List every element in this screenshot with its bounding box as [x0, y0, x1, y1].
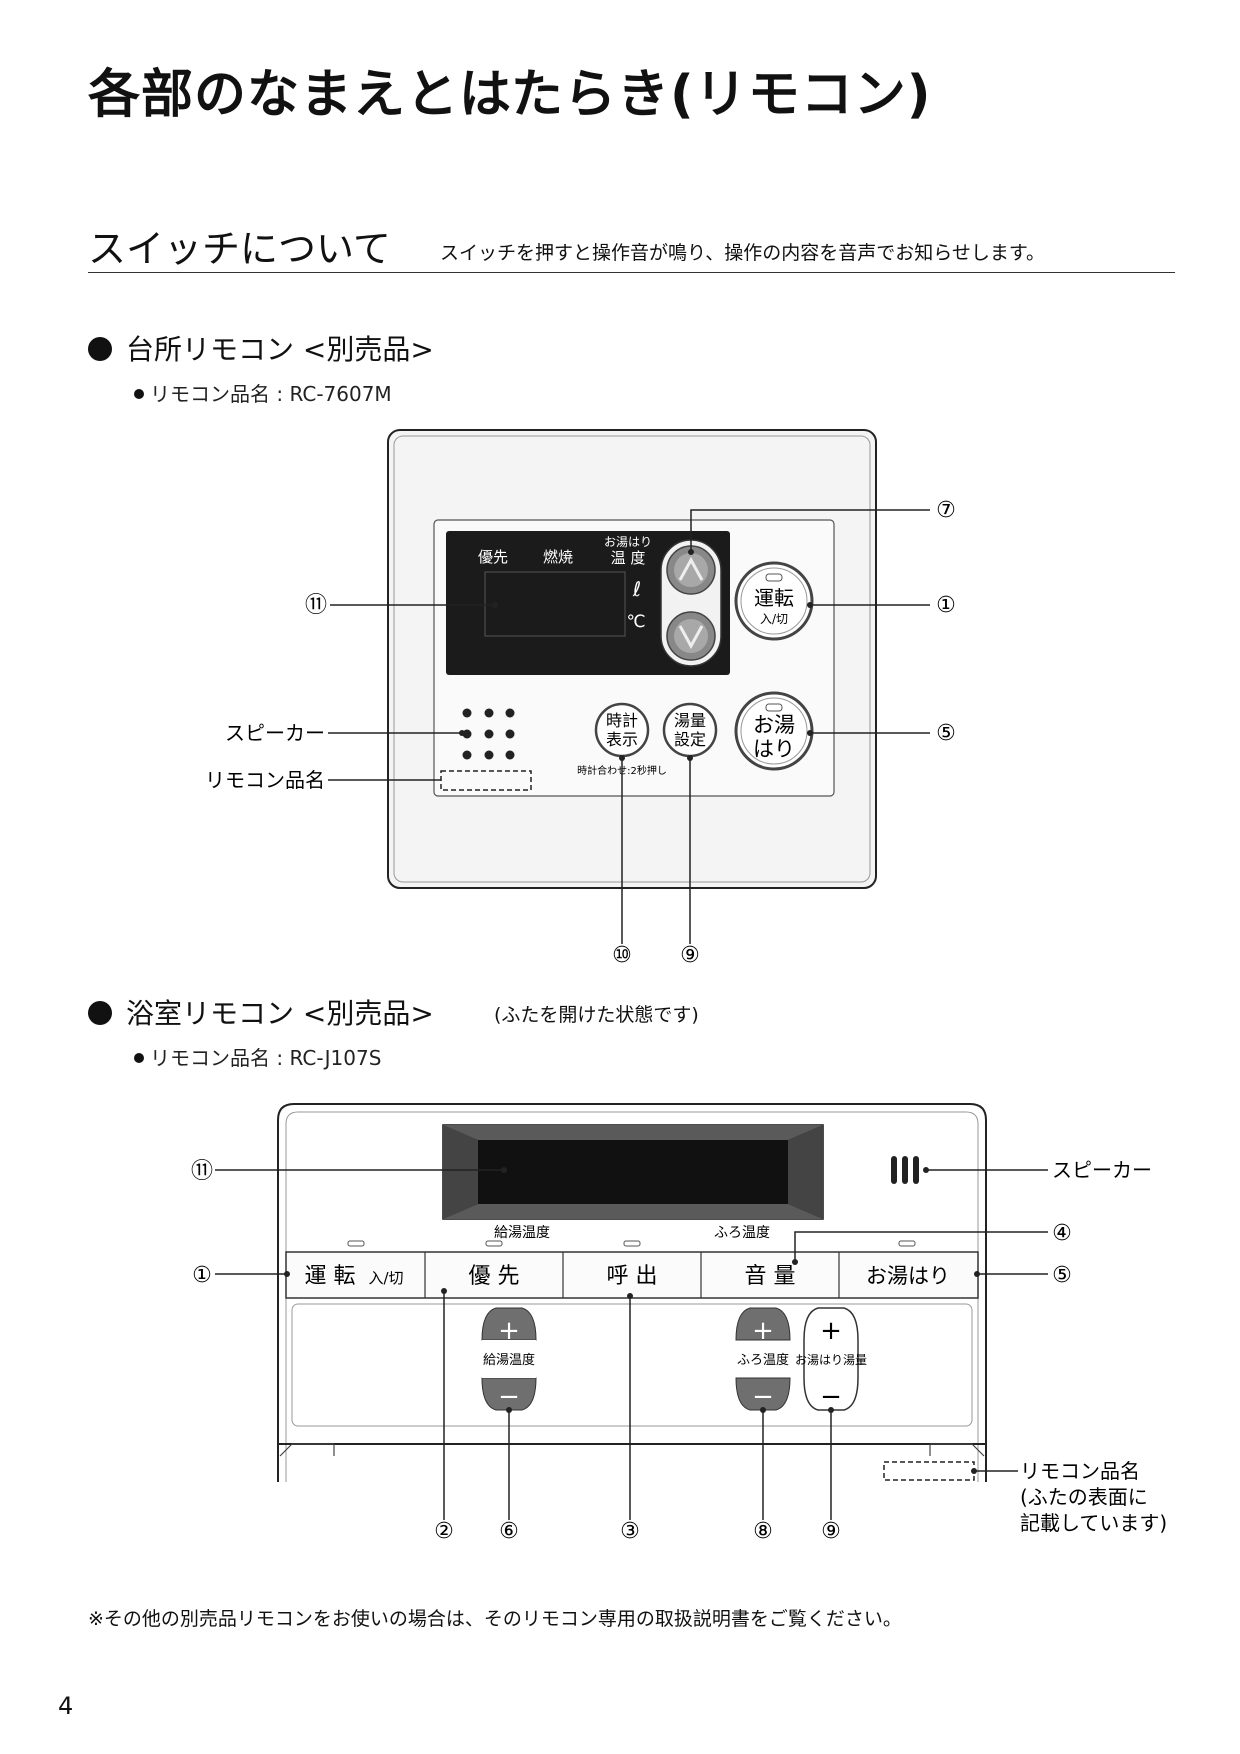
- callout-3: ③: [620, 1519, 640, 1544]
- plus-icon: +: [752, 1316, 774, 1346]
- bath-yobidashi-key[interactable]: 呼 出: [564, 1253, 700, 1297]
- plus-icon: +: [820, 1316, 842, 1346]
- down-arrow-icon: [678, 625, 704, 650]
- plus-icon: +: [498, 1316, 520, 1346]
- up-arrow-icon: [678, 556, 704, 581]
- minus-icon: −: [498, 1382, 520, 1412]
- callout-9: ⑨: [680, 943, 700, 968]
- kitchen-yuryo-button[interactable]: 湯量 設定: [662, 702, 718, 758]
- bath-remote-diagram: 給湯温度 ふろ温度 運 転 入/切 優 先 呼 出: [191, 1103, 1167, 1544]
- callout-6: ⑥: [499, 1519, 519, 1544]
- callout-1: ①: [936, 593, 956, 618]
- bath-unten-key[interactable]: 運 転 入/切: [287, 1253, 424, 1297]
- svg-text:(ふたの表面に: (ふたの表面に: [1020, 1485, 1148, 1509]
- bath-remote-title: 浴室リモコン <別売品>: [126, 997, 434, 1030]
- kitchen-remote-title: 台所リモコン <別売品>: [126, 333, 434, 366]
- kitchen-remote-diagram: 優先 燃焼 お湯はり 温 度 ℓ ℃ 運転 入/切: [205, 429, 956, 968]
- bath-model-label-area: [883, 1461, 975, 1481]
- page-title: 各部のなまえとはたらき(リモコン): [88, 65, 932, 125]
- bath-model-line: リモコン品名 : RC-J107S: [134, 1042, 381, 1071]
- bullet-icon: [88, 1001, 112, 1025]
- callout-4: ④: [1052, 1221, 1072, 1246]
- bath-kyuto-adjust[interactable]: + − 給湯温度: [481, 1307, 537, 1412]
- display-ondo-label: 温 度: [611, 549, 646, 567]
- svg-text:時計: 時計: [606, 711, 638, 730]
- minus-icon: −: [820, 1382, 842, 1412]
- bath-kyuto-temp-label: 給湯温度: [494, 1224, 550, 1241]
- callout-10: ⑩: [612, 943, 632, 968]
- bullet-icon: [134, 1053, 144, 1063]
- callout-11: ⑪: [191, 1159, 213, 1184]
- bath-remote-heading: 浴室リモコン <別売品>: [88, 992, 434, 1032]
- callout-2: ②: [434, 1519, 454, 1544]
- footnote: ※その他の別売品リモコンをお使いの場合は、そのリモコン専用の取扱説明書をご覧くだ…: [88, 1608, 902, 1630]
- kitchen-ohari-button[interactable]: お湯 はり: [734, 691, 814, 771]
- section-note: スイッチを押すと操作音が鳴り、操作の内容を音声でお知らせします。: [440, 242, 1045, 264]
- down-button[interactable]: [666, 611, 716, 661]
- callout-7: ⑦: [936, 498, 956, 523]
- svg-text:お湯はり: お湯はり: [866, 1264, 950, 1288]
- bath-speaker-icon: [891, 1156, 919, 1184]
- kitchen-display: [446, 531, 730, 675]
- svg-text:設定: 設定: [674, 730, 706, 749]
- svg-text:入/切: 入/切: [368, 1269, 403, 1287]
- svg-text:お湯: お湯: [753, 713, 795, 737]
- kitchen-speaker-icon: [462, 708, 515, 760]
- bullet-icon: [88, 337, 112, 361]
- svg-text:ふろ温度: ふろ温度: [737, 1352, 789, 1368]
- svg-text:記載しています): 記載しています): [1020, 1511, 1167, 1535]
- svg-text:運 転: 運 転: [305, 1264, 356, 1289]
- page-number: 4: [58, 1692, 74, 1720]
- bath-remote-note: (ふたを開けた状態です): [494, 1004, 699, 1026]
- unten-lamp: [765, 573, 783, 582]
- callout-8: ⑧: [753, 1519, 773, 1544]
- kitchen-model-line: リモコン品名 : RC-7607M: [134, 378, 392, 407]
- bath-yusen-key[interactable]: 優 先: [426, 1253, 562, 1297]
- svg-text:運転: 運転: [754, 586, 794, 610]
- kitchen-unten-button[interactable]: 運転 入/切: [734, 561, 814, 641]
- bath-ohari-yuryo-adjust[interactable]: + − お湯はり湯量: [795, 1307, 867, 1412]
- bath-speaker-label: スピーカー: [1052, 1158, 1152, 1182]
- minus-icon: −: [752, 1382, 774, 1412]
- svg-text:優 先: 優 先: [469, 1264, 520, 1289]
- bath-furo-temp-label: ふろ温度: [714, 1225, 770, 1241]
- kitchen-speaker-label: スピーカー: [225, 721, 325, 745]
- svg-text:音 量: 音 量: [745, 1264, 796, 1289]
- bath-furo-adjust[interactable]: + − ふろ温度: [735, 1307, 791, 1412]
- up-button[interactable]: [666, 545, 716, 595]
- kitchen-tokei-button[interactable]: 時計 表示: [594, 702, 650, 758]
- bullet-icon: [134, 389, 144, 399]
- kitchen-model-name-label: リモコン品名: [205, 768, 325, 792]
- callout-11: ⑪: [305, 593, 327, 618]
- svg-text:はり: はり: [753, 737, 795, 761]
- svg-text:入/切: 入/切: [760, 612, 788, 626]
- ohari-lamp: [765, 703, 783, 712]
- svg-text:湯量: 湯量: [674, 711, 706, 730]
- svg-text:呼 出: 呼 出: [607, 1264, 658, 1289]
- svg-text:お湯はり湯量: お湯はり湯量: [795, 1353, 867, 1367]
- bath-ohari-key[interactable]: お湯はり: [840, 1253, 977, 1297]
- display-yusen-label: 優先: [478, 548, 508, 566]
- liter-unit: ℓ: [632, 577, 641, 601]
- kitchen-remote-heading: 台所リモコン <別売品>: [88, 328, 434, 368]
- section-divider: [88, 272, 1175, 273]
- celsius-unit: ℃: [626, 612, 645, 632]
- svg-text:給湯温度: 給湯温度: [483, 1352, 535, 1368]
- callout-5: ⑤: [1052, 1263, 1072, 1288]
- display-ohari-label: お湯はり: [604, 535, 652, 549]
- section-title: スイッチについて: [88, 227, 391, 271]
- svg-text:表示: 表示: [606, 730, 638, 749]
- display-segment-area: [484, 571, 626, 637]
- bath-onryo-key[interactable]: 音 量: [702, 1253, 838, 1297]
- bath-model-name-label: リモコン品名: [1020, 1459, 1140, 1483]
- callout-5: ⑤: [936, 721, 956, 746]
- callout-1: ①: [192, 1263, 212, 1288]
- display-nensho-label: 燃焼: [543, 548, 573, 566]
- callout-9: ⑨: [821, 1519, 841, 1544]
